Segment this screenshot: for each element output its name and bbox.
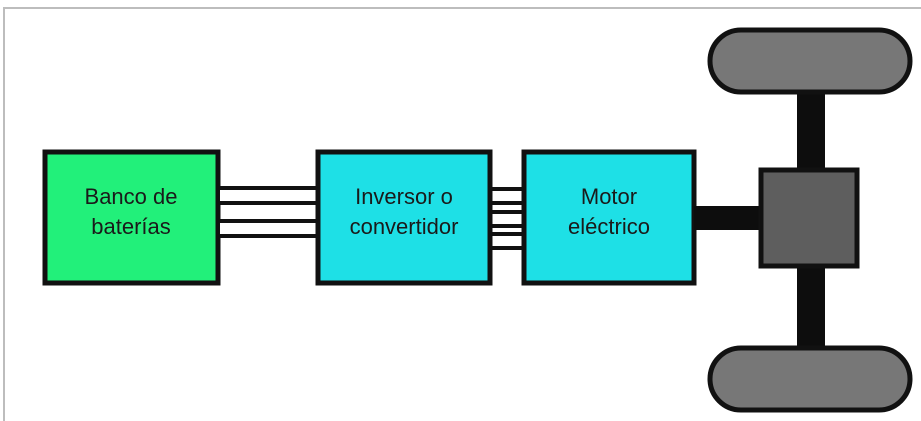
drive-shaft <box>694 206 762 230</box>
battery-label-line1: Banco de <box>85 184 178 209</box>
inverter-motor-cables <box>488 187 526 250</box>
motor-label-line1: Motor <box>581 184 637 209</box>
inverter-block: Inversor o convertidor <box>315 149 493 286</box>
axle-upper <box>797 92 825 172</box>
inverter-label-line1: Inversor o <box>355 184 453 209</box>
battery-bank-block: Banco de baterías <box>42 149 221 286</box>
bottom-wheel <box>707 345 913 413</box>
top-wheel <box>707 27 913 95</box>
electric-motor-block: Motor eléctrico <box>521 149 697 286</box>
battery-inverter-cables <box>216 186 322 238</box>
motor-label-line2: eléctrico <box>568 214 650 239</box>
differential-box <box>758 167 860 269</box>
axle-lower <box>797 264 825 348</box>
battery-label-line2: baterías <box>91 214 171 239</box>
inverter-label-line2: convertidor <box>350 214 459 239</box>
frame-border <box>3 7 921 421</box>
